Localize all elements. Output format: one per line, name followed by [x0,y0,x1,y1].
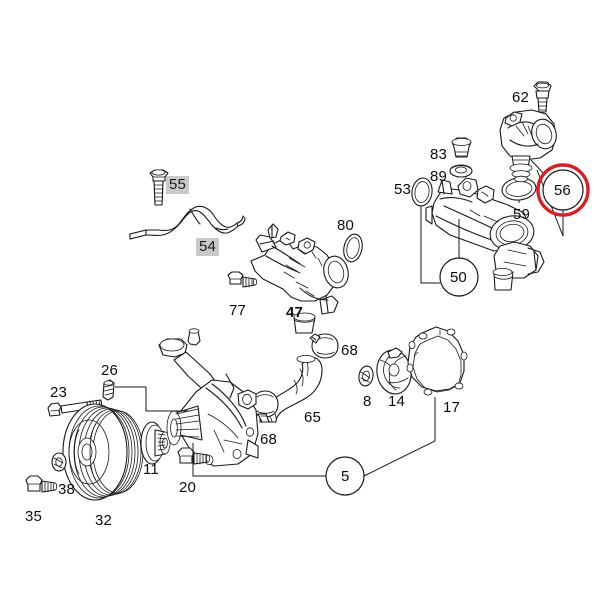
part-54-bracket [129,205,246,240]
label-11: 11 [143,461,159,478]
callout-56-label[interactable]: 56 [554,182,571,199]
label-89: 89 [430,168,448,185]
part-59-oring [501,177,537,201]
part-47-thermostat-housing [250,223,349,334]
label-54: 54 [196,238,220,256]
part-55-bolt [149,169,169,206]
label-47: 47 [286,304,304,321]
part-68-clamp-lower [251,390,279,423]
label-77: 77 [229,302,247,319]
part-14-impeller [376,347,412,395]
part-50-coolant-pipe-assembly [425,177,545,291]
label-68-lower: 68 [260,431,278,448]
label-80: 80 [337,217,355,234]
callout-50-label[interactable]: 50 [450,269,467,286]
part-8-seal [358,365,374,387]
label-65: 65 [304,409,322,426]
part-56-valve-body [499,109,557,183]
part-38-washer [51,452,67,472]
label-17: 17 [443,399,461,416]
part-20-bolt [177,447,211,465]
callout-5-group[interactable] [325,456,365,496]
part-26-spacer [102,379,115,401]
callout-5-label[interactable]: 5 [341,468,350,485]
part-53-oring [411,177,433,207]
part-35-bolt [25,475,58,493]
part-32-pulley [62,403,144,501]
leader-lines [115,159,564,477]
label-32: 32 [95,512,113,529]
part-80-oring [343,233,363,263]
label-68-upper: 68 [341,342,359,359]
callout-56-group[interactable] [536,163,590,217]
label-55: 55 [166,176,190,194]
label-83: 83 [430,146,448,163]
label-35: 35 [25,508,43,525]
label-8: 8 [363,393,372,410]
part-68-clamp-upper [309,333,339,359]
label-53: 53 [394,181,412,198]
part-62-screw [533,81,552,113]
callout-50-group[interactable] [439,257,479,297]
part-water-pump-housing [158,328,259,467]
part-83-plug [451,137,472,158]
label-59: 59 [513,206,531,223]
label-26: 26 [101,362,119,379]
label-20: 20 [179,479,197,496]
part-89-seal [449,164,473,178]
part-11-hub [140,421,171,465]
part-77-bolt [227,271,257,288]
label-38: 38 [58,481,76,498]
label-14: 14 [388,393,406,410]
label-62: 62 [512,89,530,106]
part-17-gasket [406,326,468,396]
label-23: 23 [50,384,68,401]
